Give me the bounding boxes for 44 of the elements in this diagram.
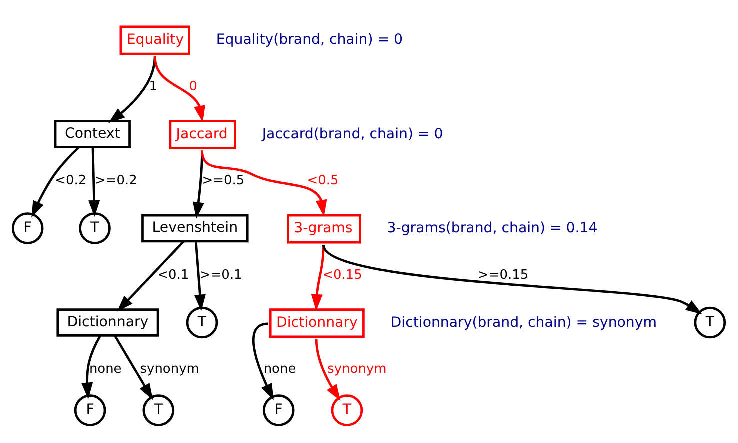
node-box: Equality <box>120 25 190 55</box>
node-circle: T <box>79 212 111 244</box>
edge-label: synonym <box>140 362 200 377</box>
arrow <box>315 338 341 401</box>
edge-label: >=0.2 <box>95 173 138 188</box>
arrow <box>32 146 80 218</box>
arrow <box>117 240 185 312</box>
edge-label: synonym <box>328 362 387 377</box>
arrow <box>322 244 702 314</box>
node-label: 3-grams(brand, chain) = 0.14 <box>387 220 598 236</box>
edge-label: 0 <box>189 78 198 94</box>
node-circle: F <box>74 394 106 426</box>
node-box: Dictionnary <box>269 308 365 338</box>
node-label: Jaccard(brand, chain) = 0 <box>262 126 444 142</box>
edge-label: <0.1 <box>158 267 190 282</box>
node-circle: F <box>262 394 295 426</box>
edge-label: >=0.1 <box>200 267 242 282</box>
edge-label: >=0.5 <box>202 173 245 188</box>
edge-label: >=0.15 <box>478 267 529 282</box>
node-circle: T <box>331 394 364 426</box>
node-box: Jaccard <box>169 120 236 150</box>
edge-label: 1 <box>149 78 158 94</box>
arrow <box>114 334 154 400</box>
edge-label: none <box>264 362 296 377</box>
arrow <box>194 241 206 311</box>
node-label: Equality(brand, chain) = 0 <box>216 32 404 48</box>
node-box: Levenshtein <box>142 214 249 242</box>
node-box: Dictionnary <box>56 308 160 336</box>
node-box: Context <box>54 120 131 148</box>
node-label: Dictionnary(brand, chain) = synonym <box>390 314 658 330</box>
arrow <box>201 150 328 216</box>
edge-label: <0.2 <box>55 173 87 188</box>
edge-label: <0.5 <box>307 173 339 188</box>
edge-label: <0.15 <box>322 267 362 282</box>
node-circle: T <box>186 306 218 338</box>
node-circle: T <box>694 306 726 338</box>
arrow <box>88 146 100 217</box>
edge-label: none <box>89 362 122 377</box>
arrow <box>82 334 102 399</box>
node-circle: T <box>142 394 175 426</box>
node-circle: F <box>12 212 44 244</box>
arrow <box>311 244 325 310</box>
node-box: 3-grams <box>287 214 362 244</box>
arrow <box>154 56 206 122</box>
